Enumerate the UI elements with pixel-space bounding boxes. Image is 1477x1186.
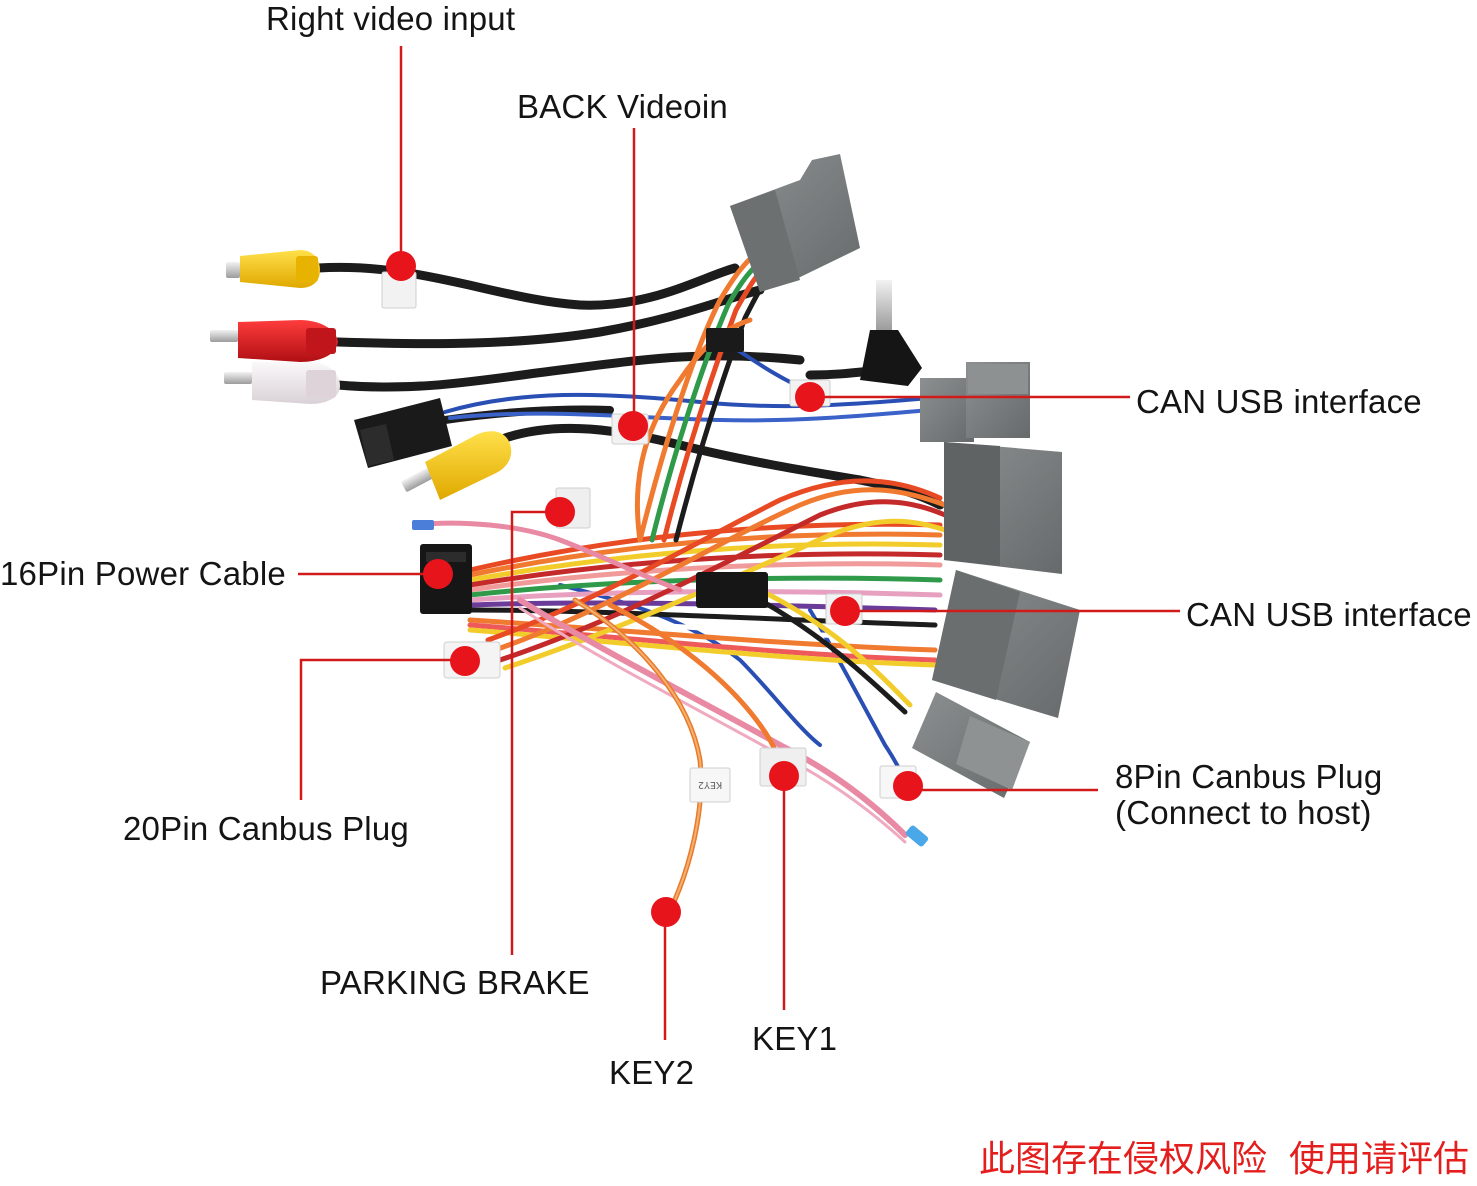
antenna-plug [860,280,922,386]
leader-parking-brake [510,510,560,955]
rca-yellow-right-video [226,250,320,288]
watermark-text: 此图存在侵权风险使用请评估 [979,1142,1469,1178]
leader-20pin-canbus [299,658,464,800]
label-back-videoin: BACK Videoin [517,88,728,125]
cable-right-video [313,262,740,310]
label-can-usb-interface-top: CAN USB interface [1136,383,1422,420]
small-black-plug-top [706,328,744,352]
gray-connector-can-usb-bottom [932,570,1080,718]
label-8pin-canbus-plug-sub: (Connect to host) [1115,794,1372,831]
key2-sleeve-tag: KEY2 [698,779,722,790]
marker-8pin-canbus [893,771,923,801]
marker-right-video-input [386,251,416,281]
label-right-video-input: Right video input [266,0,516,37]
markers [386,251,923,927]
marker-parking-brake [545,497,575,527]
label-16pin-power-cable: 16Pin Power Cable [0,555,286,592]
marker-back-videoin [618,411,648,441]
leader-lines [298,46,1180,1040]
cable-back-video [500,423,945,510]
gray-connector-can-usb-top [920,362,1030,442]
marker-can-usb-top [795,382,825,412]
label-8pin-canbus-plug: 8Pin Canbus Plug [1115,758,1383,795]
label-key1: KEY1 [752,1020,838,1057]
marker-key1 [769,761,799,791]
gray-connector-top [730,154,860,292]
marker-16pin-power [423,559,453,589]
marker-20pin-canbus [450,646,480,676]
small-black-plug-middle [696,572,768,608]
rca-red [210,320,338,362]
rca-yellow-back-video [401,431,512,500]
cable-red-rca [333,285,765,349]
label-key2: KEY2 [609,1054,695,1091]
marker-can-usb-bottom [830,596,860,626]
gray-connector-8pin [912,692,1030,798]
watermark-part2: 使用请评估 [1288,1139,1469,1180]
label-can-usb-interface-bottom: CAN USB interface [1186,596,1472,633]
watermark-part1: 此图存在侵权风险 [978,1139,1267,1180]
label-20pin-canbus-plug: 20Pin Canbus Plug [123,810,409,847]
gray-connector-large-mid [944,442,1062,574]
marker-key2 [651,897,681,927]
label-parking-brake: PARKING BRAKE [320,964,590,1001]
usb-black-connector [354,398,452,468]
rca-white [224,362,340,404]
wire-bundle [412,247,948,918]
